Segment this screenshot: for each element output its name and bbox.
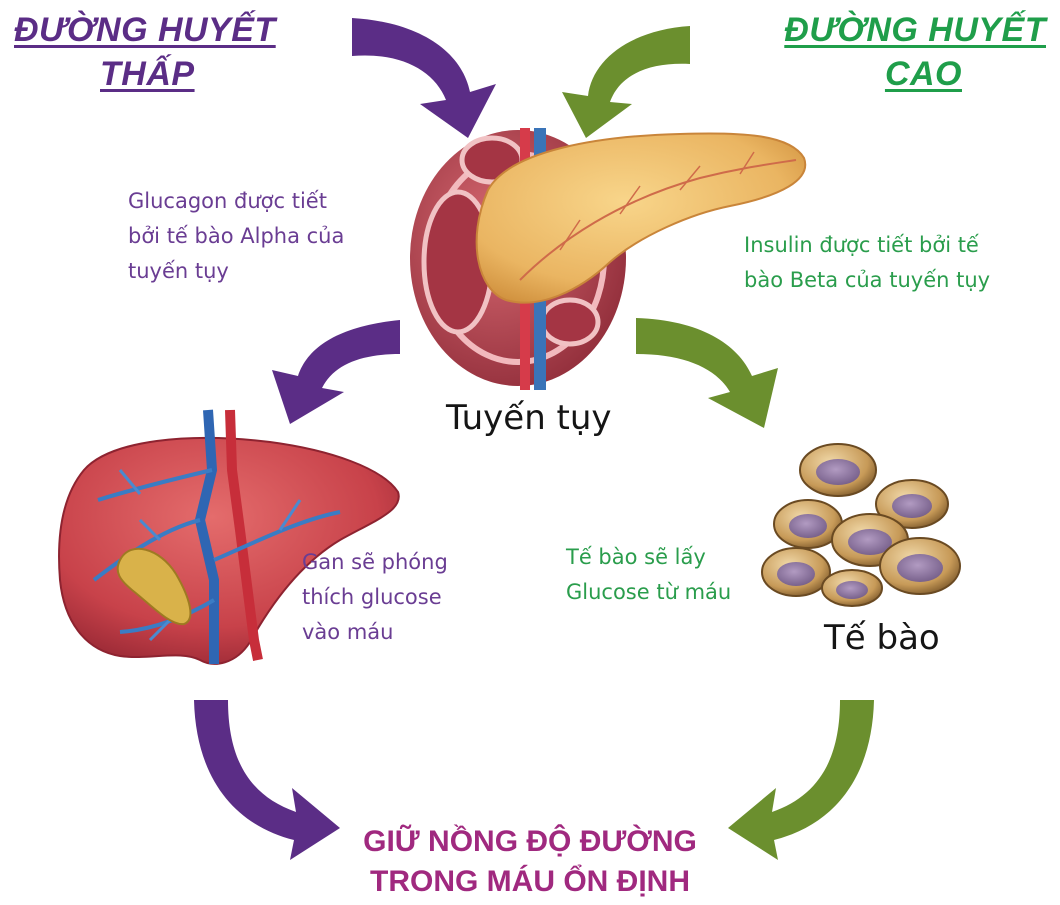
arrow-pancreas-to-cells [636, 318, 778, 428]
low-blood-sugar-heading: ĐƯỜNG HUYẾT THẤP [14, 8, 304, 96]
insulin-note-line: Insulin được tiết bởi tế [744, 228, 1044, 263]
glucagon-note-line: tuyến tụy [128, 254, 398, 289]
cells-note-line: Glucose từ máu [566, 575, 786, 610]
liver-note-line: thích glucose [302, 580, 502, 615]
cells-illustration [762, 444, 960, 606]
low-heading-line-2: THẤP [14, 52, 304, 96]
arrow-high-to-pancreas [562, 26, 690, 138]
arrow-low-to-pancreas [352, 18, 496, 138]
glucagon-note-line: bởi tế bào Alpha của [128, 219, 398, 254]
glucagon-note-line: Glucagon được tiết [128, 184, 398, 219]
insulin-note: Insulin được tiết bởi tế bào Beta của tu… [744, 228, 1044, 298]
result-heading: GIỮ NỒNG ĐỘ ĐƯỜNG TRONG MÁU ỔN ĐỊNH [0, 822, 1060, 902]
cells-note: Tế bào sẽ lấy Glucose từ máu [566, 540, 786, 610]
high-blood-sugar-heading: ĐƯỜNG HUYẾT CAO [746, 8, 1046, 96]
result-line-2: TRONG MÁU ỔN ĐỊNH [0, 862, 1060, 902]
high-heading-line-2: CAO [746, 52, 1046, 96]
cells-note-line: Tế bào sẽ lấy [566, 540, 786, 575]
liver-note: Gan sẽ phóng thích glucose vào máu [302, 545, 502, 650]
arrow-pancreas-to-liver [272, 320, 400, 424]
liver-note-line: vào máu [302, 615, 502, 650]
liver-note-line: Gan sẽ phóng [302, 545, 502, 580]
insulin-note-line: bào Beta của tuyến tụy [744, 263, 1044, 298]
cells-label: Tế bào [824, 618, 940, 658]
high-heading-line-1: ĐƯỜNG HUYẾT [746, 8, 1046, 52]
pancreas-label: Tuyến tụy [446, 398, 612, 438]
result-line-1: GIỮ NỒNG ĐỘ ĐƯỜNG [0, 822, 1060, 862]
low-heading-line-1: ĐƯỜNG HUYẾT [14, 8, 304, 52]
glucagon-note: Glucagon được tiết bởi tế bào Alpha của … [128, 184, 398, 289]
